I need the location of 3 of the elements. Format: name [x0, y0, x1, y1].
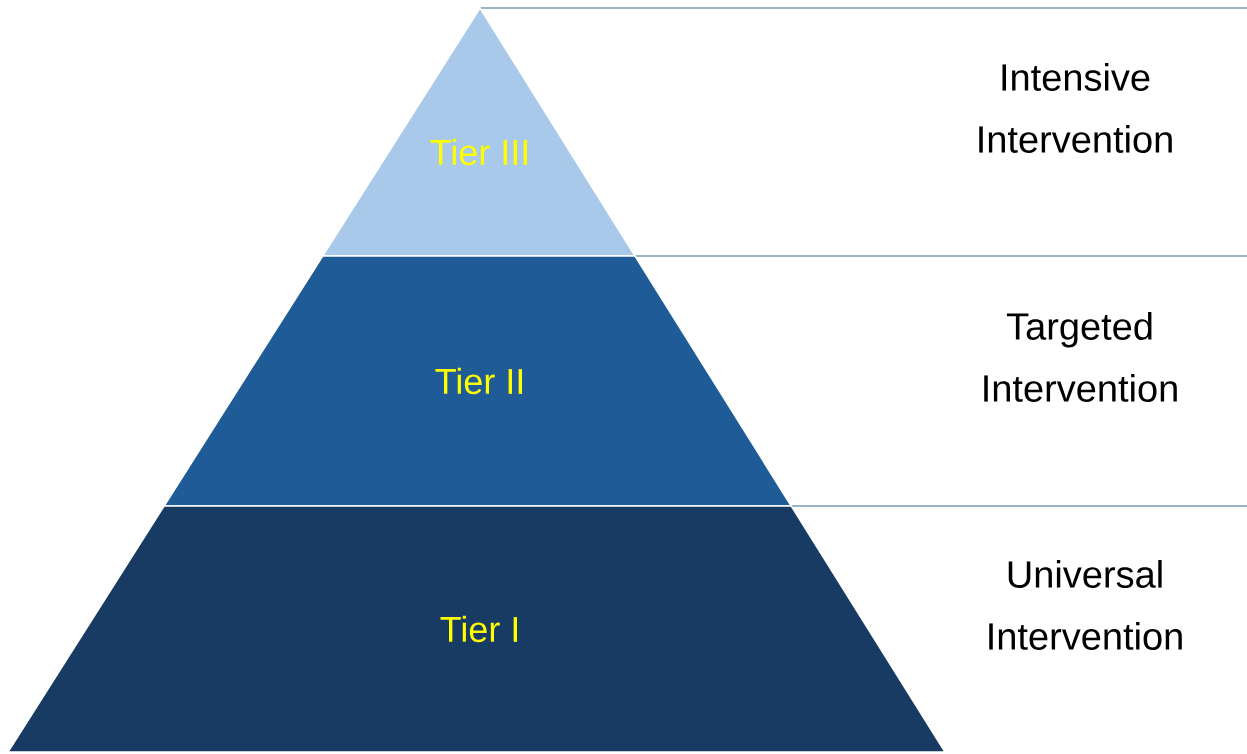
tier-description: Universal Intervention: [989, 560, 1182, 650]
tier-description: Targeted Intervention: [984, 312, 1177, 402]
tier-description: Intensive Intervention: [979, 63, 1172, 153]
